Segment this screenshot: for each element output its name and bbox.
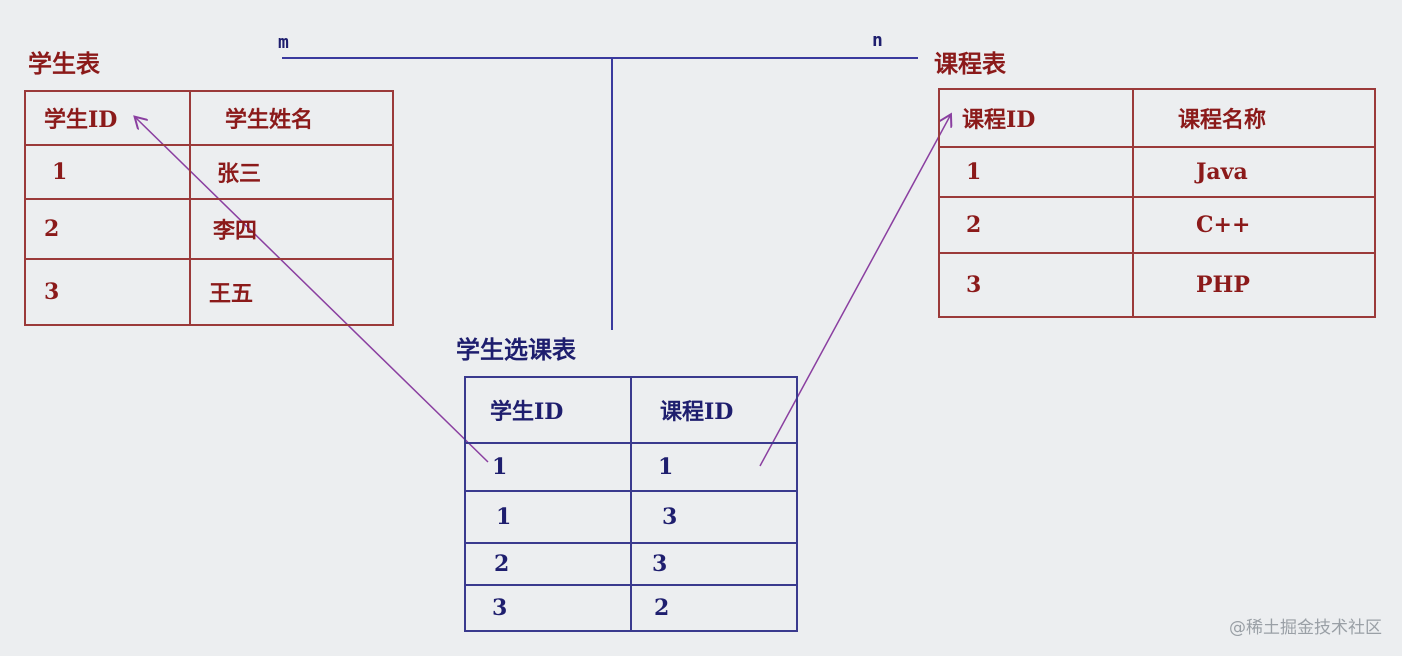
student-table: 学生ID 学生姓名 1 张三 2 李四 3 王五 [24,90,394,326]
table-row: 2 C++ [938,196,1376,254]
course-name-cell: PHP [1132,252,1376,318]
course-table: 课程ID 课程名称 1 Java 2 C++ 3 PHP [938,88,1376,318]
table-row: 1 Java [938,146,1376,198]
student-table-title: 学生表 [28,49,100,78]
selection-course-id-cell: 2 [630,584,798,632]
header-student-id: 学生ID [464,376,632,444]
selection-student-id-cell: 1 [464,490,632,544]
table-row: 2 李四 [24,198,394,260]
course-name-cell: C++ [1132,196,1376,254]
table-row: 1 张三 [24,144,394,200]
header-course-id: 课程ID [938,88,1134,148]
table-row: 2 3 [464,542,798,586]
table-header-row: 课程ID 课程名称 [938,88,1376,148]
table-row: 3 PHP [938,252,1376,318]
label-n: n [872,30,883,51]
header-course-name: 课程名称 [1132,88,1376,148]
student-id-cell: 2 [24,198,191,260]
table-row: 3 王五 [24,258,394,326]
table-row: 3 2 [464,584,798,632]
selection-student-id-cell: 2 [464,542,632,586]
selection-student-id-cell: 1 [464,442,632,492]
student-id-cell: 1 [24,144,191,200]
student-name-cell: 王五 [189,258,394,326]
course-id-cell: 3 [938,252,1134,318]
table-header-row: 学生ID 课程ID [464,376,798,444]
selection-course-id-cell: 1 [630,442,798,492]
course-id-cell: 1 [938,146,1134,198]
label-m: m [278,32,289,53]
course-table-title: 课程表 [934,49,1006,78]
header-course-id: 课程ID [630,376,798,444]
selection-course-id-cell: 3 [630,490,798,544]
table-header-row: 学生ID 学生姓名 [24,90,394,146]
course-id-cell: 2 [938,196,1134,254]
selection-student-id-cell: 3 [464,584,632,632]
watermark: @稀土掘金技术社区 [1229,618,1382,638]
selection-course-id-cell: 3 [630,542,798,586]
header-student-name: 学生姓名 [189,90,394,146]
course-name-cell: Java [1132,146,1376,198]
table-row: 1 3 [464,490,798,544]
table-row: 1 1 [464,442,798,492]
header-student-id: 学生ID [24,90,191,146]
student-name-cell: 张三 [189,144,394,200]
selection-table: 学生ID 课程ID 1 1 1 3 2 3 3 2 [464,376,798,632]
selection-table-title: 学生选课表 [456,335,576,364]
student-id-cell: 3 [24,258,191,326]
student-name-cell: 李四 [189,198,394,260]
